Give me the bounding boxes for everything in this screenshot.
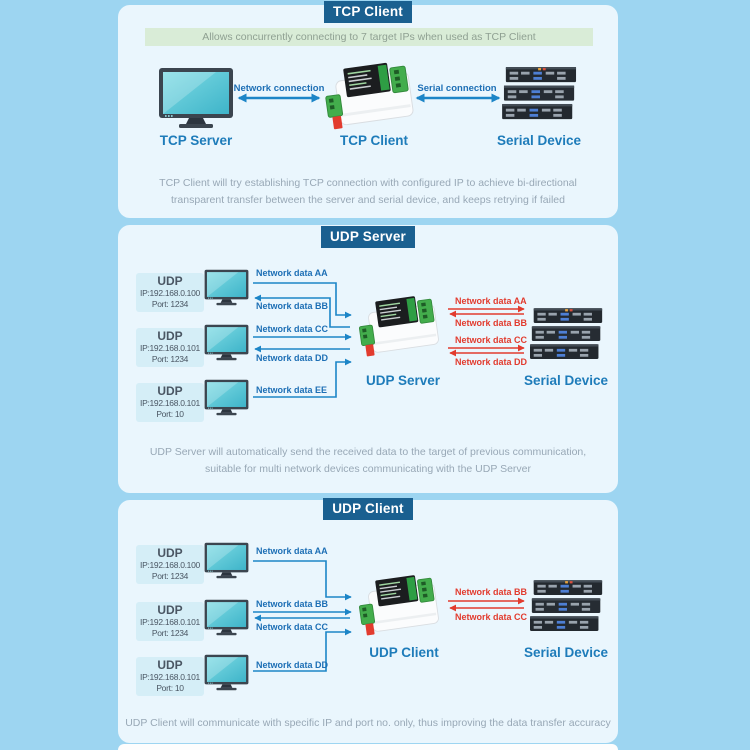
server-rack-icon	[502, 67, 578, 122]
udp-client-panel: UDP IP:192.168.0.100 Port: 1234 UDP IP:1…	[118, 500, 618, 743]
udp-host-card: UDP IP:192.168.0.101 Port: 1234	[136, 602, 204, 641]
network-data-label: Network data CC	[256, 324, 329, 334]
host-protocol: UDP	[157, 603, 183, 617]
serial-data-label: Network data BB	[455, 587, 528, 597]
tcp-client-description: TCP Client will try establishing TCP con…	[118, 175, 618, 209]
monitor-icon	[204, 542, 249, 579]
serial-device-label: Serial Device	[523, 645, 609, 660]
udp-host-card: UDP IP:192.168.0.100 Port: 1234	[136, 545, 204, 584]
host-protocol: UDP	[157, 384, 183, 398]
host-port: Port: 1234	[151, 570, 189, 581]
description-line: transparent transfer between the server …	[171, 194, 565, 206]
serial-converter-device-icon	[356, 568, 452, 638]
tcp-client-title-badge: TCP Client	[323, 1, 412, 23]
network-data-label: Network data AA	[256, 268, 328, 278]
udp-server-panel: UDP IP:192.168.0.100 Port: 1234 UDP IP:1…	[118, 225, 618, 493]
udp-client-title-badge: UDP Client	[323, 498, 413, 520]
network-data-label: Network data AA	[256, 546, 328, 556]
badge-row: UDP Server	[118, 226, 618, 248]
serial-connection-label: Serial connection	[417, 83, 497, 94]
monitor-icon	[204, 269, 249, 306]
network-connection-label: Network connection	[233, 83, 325, 94]
description-line: TCP Client will try establishing TCP con…	[159, 177, 577, 189]
network-data-label: Network data DD	[256, 660, 329, 670]
host-protocol: UDP	[157, 546, 183, 560]
arrow-network-data-aa	[253, 560, 352, 601]
host-port: Port: 10	[156, 682, 184, 693]
serial-data-label: Network data AA	[455, 296, 527, 306]
description-line: UDP Client will communicate with specifi…	[125, 717, 611, 729]
serial-device-label: Serial Device	[496, 133, 582, 148]
network-data-label: Network data BB	[256, 599, 329, 609]
host-port: Port: 1234	[151, 298, 189, 309]
server-rack-icon	[530, 308, 604, 362]
server-rack-icon	[530, 580, 604, 634]
udp-host-card: UDP IP:192.168.0.101 Port: 10	[136, 383, 204, 422]
next-panel-edge	[118, 744, 618, 750]
monitor-icon	[204, 599, 249, 636]
udp-host-card: UDP IP:192.168.0.101 Port: 10	[136, 657, 204, 696]
tcp-client-label: TCP Client	[339, 133, 408, 148]
description-line: suitable for multi network devices commu…	[204, 463, 532, 475]
host-ip: IP:192.168.0.101	[140, 398, 200, 408]
serial-device-label: Serial Device	[523, 373, 609, 388]
udp-client-description: UDP Client will communicate with specifi…	[118, 715, 618, 732]
udp-host-card: UDP IP:192.168.0.101 Port: 1234	[136, 328, 204, 367]
serial-data-label: Network data BB	[455, 318, 528, 328]
udp-server-label: UDP Server	[365, 373, 441, 388]
host-port: Port: 1234	[151, 627, 189, 638]
monitor-icon	[204, 324, 249, 361]
host-protocol: UDP	[157, 329, 183, 343]
host-port: Port: 10	[156, 408, 184, 419]
host-ip: IP:192.168.0.100	[140, 560, 200, 570]
tcp-server-label: TCP Server	[159, 133, 233, 148]
udp-client-label: UDP Client	[369, 645, 439, 660]
monitor-icon	[204, 379, 249, 416]
monitor-icon	[158, 67, 234, 129]
description-line: UDP Server will automatically send the r…	[149, 446, 587, 458]
host-ip: IP:192.168.0.101	[140, 672, 200, 682]
udp-server-description: UDP Server will automatically send the r…	[118, 444, 618, 478]
udp-server-title-badge: UDP Server	[320, 226, 416, 248]
monitor-icon	[204, 654, 249, 691]
host-ip: IP:192.168.0.101	[140, 343, 200, 353]
host-ip: IP:192.168.0.100	[140, 288, 200, 298]
host-protocol: UDP	[157, 658, 183, 672]
tcp-client-banner: Allows concurrently connecting to 7 targ…	[145, 28, 593, 46]
serial-data-label: Network data CC	[455, 335, 528, 345]
serial-converter-device-icon	[356, 289, 452, 359]
network-data-label: Network data BB	[256, 301, 329, 311]
badge-row: TCP Client	[118, 1, 618, 23]
network-data-label: Network data EE	[256, 385, 328, 395]
serial-data-label: Network data CC	[455, 612, 528, 622]
network-data-label: Network data CC	[256, 622, 329, 632]
serial-data-label: Network data DD	[455, 357, 528, 367]
host-port: Port: 1234	[151, 353, 189, 364]
network-data-label: Network data DD	[256, 353, 329, 363]
udp-host-card: UDP IP:192.168.0.100 Port: 1234	[136, 273, 204, 312]
badge-row: UDP Client	[118, 498, 618, 520]
tcp-client-panel: Allows concurrently connecting to 7 targ…	[118, 5, 618, 218]
host-ip: IP:192.168.0.101	[140, 617, 200, 627]
host-protocol: UDP	[157, 274, 183, 288]
